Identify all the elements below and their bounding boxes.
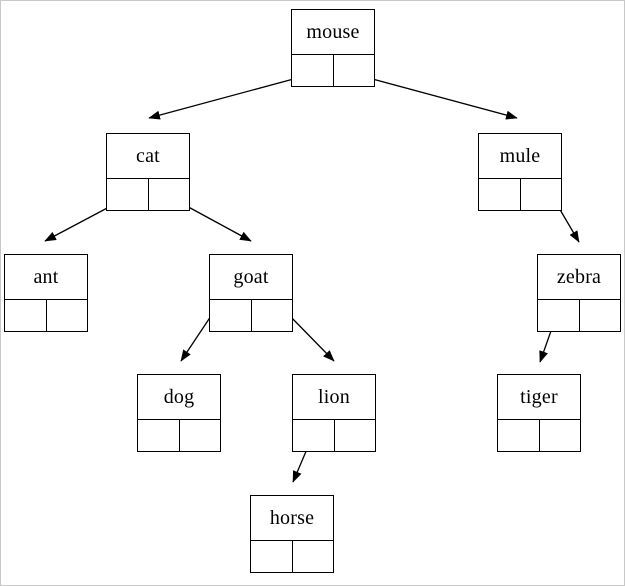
tree-node-horse[interactable]: horse <box>250 495 334 573</box>
node-label-cat: cat <box>107 134 189 179</box>
edge-mouse-right-mule <box>353 73 518 120</box>
right-pointer-cell-cat[interactable] <box>149 179 190 210</box>
node-pointers-ant <box>5 300 87 331</box>
left-pointer-cell-cat[interactable] <box>107 179 149 210</box>
right-pointer-cell-ant[interactable] <box>47 300 88 331</box>
right-pointer-cell-horse[interactable] <box>293 541 334 572</box>
left-pointer-cell-lion[interactable] <box>293 420 335 451</box>
node-pointers-zebra <box>538 300 620 331</box>
left-pointer-cell-ant[interactable] <box>5 300 47 331</box>
node-label-tiger: tiger <box>498 375 580 420</box>
left-pointer-cell-horse[interactable] <box>251 541 293 572</box>
node-label-mouse: mouse <box>292 10 374 55</box>
tree-node-mule[interactable]: mule <box>478 133 562 211</box>
right-pointer-cell-mule[interactable] <box>521 179 562 210</box>
tree-node-tiger[interactable]: tiger <box>497 374 581 452</box>
tree-node-mouse[interactable]: mouse <box>291 9 375 87</box>
left-pointer-cell-dog[interactable] <box>138 420 180 451</box>
right-pointer-cell-lion[interactable] <box>335 420 376 451</box>
tree-node-goat[interactable]: goat <box>209 254 293 332</box>
tree-node-dog[interactable]: dog <box>137 374 221 452</box>
node-label-lion: lion <box>293 375 375 420</box>
node-pointers-lion <box>293 420 375 451</box>
right-pointer-cell-tiger[interactable] <box>540 420 581 451</box>
node-label-dog: dog <box>138 375 220 420</box>
node-pointers-tiger <box>498 420 580 451</box>
node-pointers-mule <box>479 179 561 210</box>
left-pointer-cell-zebra[interactable] <box>538 300 580 331</box>
left-pointer-cell-goat[interactable] <box>210 300 252 331</box>
node-label-zebra: zebra <box>538 255 620 300</box>
node-pointers-goat <box>210 300 292 331</box>
tree-node-lion[interactable]: lion <box>292 374 376 452</box>
right-pointer-cell-dog[interactable] <box>180 420 221 451</box>
node-pointers-horse <box>251 541 333 572</box>
tree-node-ant[interactable]: ant <box>4 254 88 332</box>
node-label-mule: mule <box>479 134 561 179</box>
node-pointers-mouse <box>292 55 374 86</box>
left-pointer-cell-tiger[interactable] <box>498 420 540 451</box>
edge-goat-right-lion <box>286 312 335 362</box>
node-label-horse: horse <box>251 496 333 541</box>
node-pointers-dog <box>138 420 220 451</box>
tree-node-cat[interactable]: cat <box>106 133 190 211</box>
right-pointer-cell-goat[interactable] <box>252 300 293 331</box>
right-pointer-cell-mouse[interactable] <box>334 55 375 86</box>
node-label-ant: ant <box>5 255 87 300</box>
right-pointer-cell-zebra[interactable] <box>580 300 621 331</box>
edge-mouse-left-cat <box>148 73 313 120</box>
node-pointers-cat <box>107 179 189 210</box>
node-label-goat: goat <box>210 255 292 300</box>
tree-node-zebra[interactable]: zebra <box>537 254 621 332</box>
left-pointer-cell-mule[interactable] <box>479 179 521 210</box>
left-pointer-cell-mouse[interactable] <box>292 55 334 86</box>
